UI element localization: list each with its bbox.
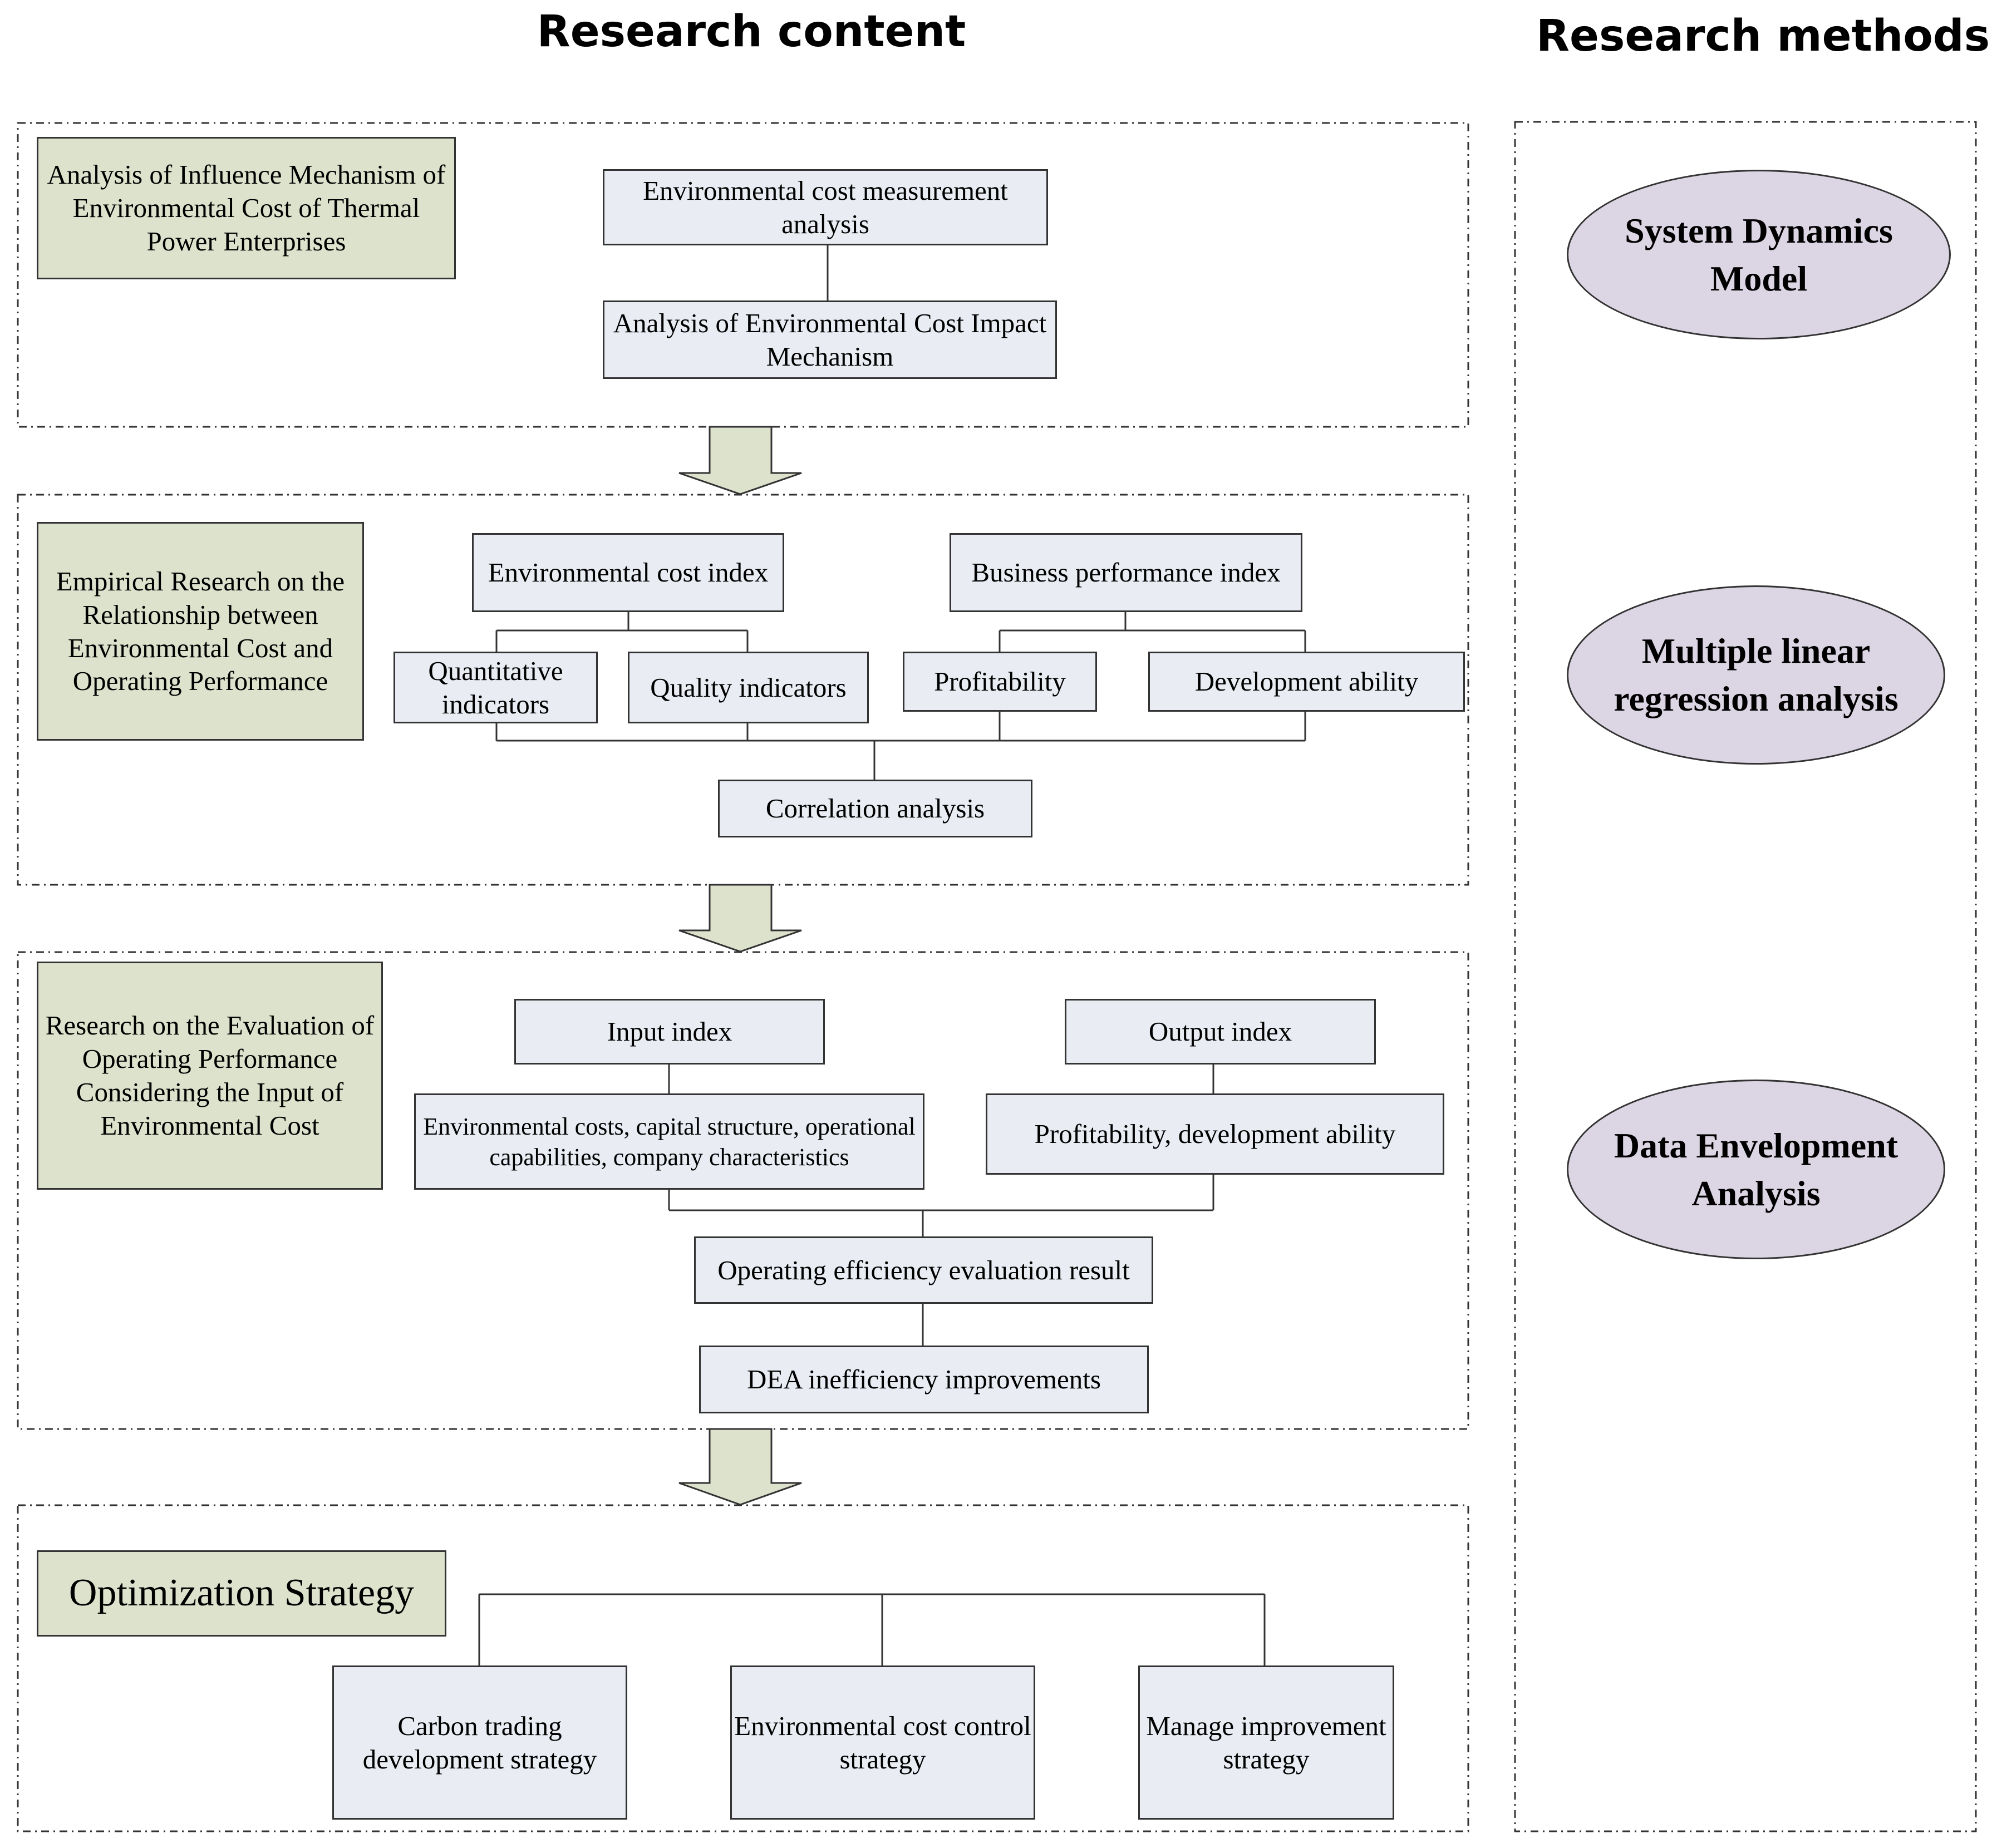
methods-frame xyxy=(1514,121,1977,1832)
section3-title: Research on the Evaluation of Operating … xyxy=(37,962,383,1190)
env-cost-measurement-box: Environmental cost measurement analysis xyxy=(603,169,1048,245)
multiple-linear-regression-ellipse: Multiple linear regression analysis xyxy=(1567,585,1945,765)
carbon-trading-strategy-box: Carbon trading development strategy xyxy=(332,1665,627,1820)
down-arrow-2 xyxy=(678,884,802,953)
section4-frame xyxy=(17,1504,1469,1832)
development-ability-box: Development ability xyxy=(1148,652,1465,712)
quantitative-indicators-box: Quantitative indicators xyxy=(394,652,598,723)
data-envelopment-analysis-ellipse: Data Envelopment Analysis xyxy=(1567,1080,1945,1259)
quality-indicators-box: Quality indicators xyxy=(628,652,869,723)
output-index-box: Output index xyxy=(1065,999,1376,1065)
dea-improvements-box: DEA inefficiency improvements xyxy=(699,1346,1149,1413)
input-index-box: Input index xyxy=(514,999,825,1065)
profitability-box: Profitability xyxy=(903,652,1097,712)
system-dynamics-model-ellipse: System Dynamics Model xyxy=(1567,170,1951,339)
section4-title: Optimization Strategy xyxy=(37,1550,446,1637)
manage-improvement-strategy-box: Manage improvement strategy xyxy=(1138,1665,1394,1820)
section2-title: Empirical Research on the Relationship b… xyxy=(37,522,364,741)
business-performance-index-box: Business performance index xyxy=(950,533,1302,612)
section1-title: Analysis of Influence Mechanism of Envir… xyxy=(37,137,456,279)
env-cost-index-box: Environmental cost index xyxy=(472,533,784,612)
env-cost-control-strategy-box: Environmental cost control strategy xyxy=(730,1665,1035,1820)
correlation-analysis-box: Correlation analysis xyxy=(718,780,1032,837)
research-methods-heading: Research methods xyxy=(1536,11,1990,61)
output-detail-box: Profitability, development ability xyxy=(986,1093,1444,1175)
input-detail-box: Environmental costs, capital structure, … xyxy=(414,1093,924,1190)
env-cost-impact-mechanism-box: Analysis of Environmental Cost Impact Me… xyxy=(603,300,1057,379)
down-arrow-1 xyxy=(678,426,802,495)
research-content-heading: Research content xyxy=(537,7,966,57)
down-arrow-3 xyxy=(678,1428,802,1506)
efficiency-result-box: Operating efficiency evaluation result xyxy=(694,1236,1153,1304)
